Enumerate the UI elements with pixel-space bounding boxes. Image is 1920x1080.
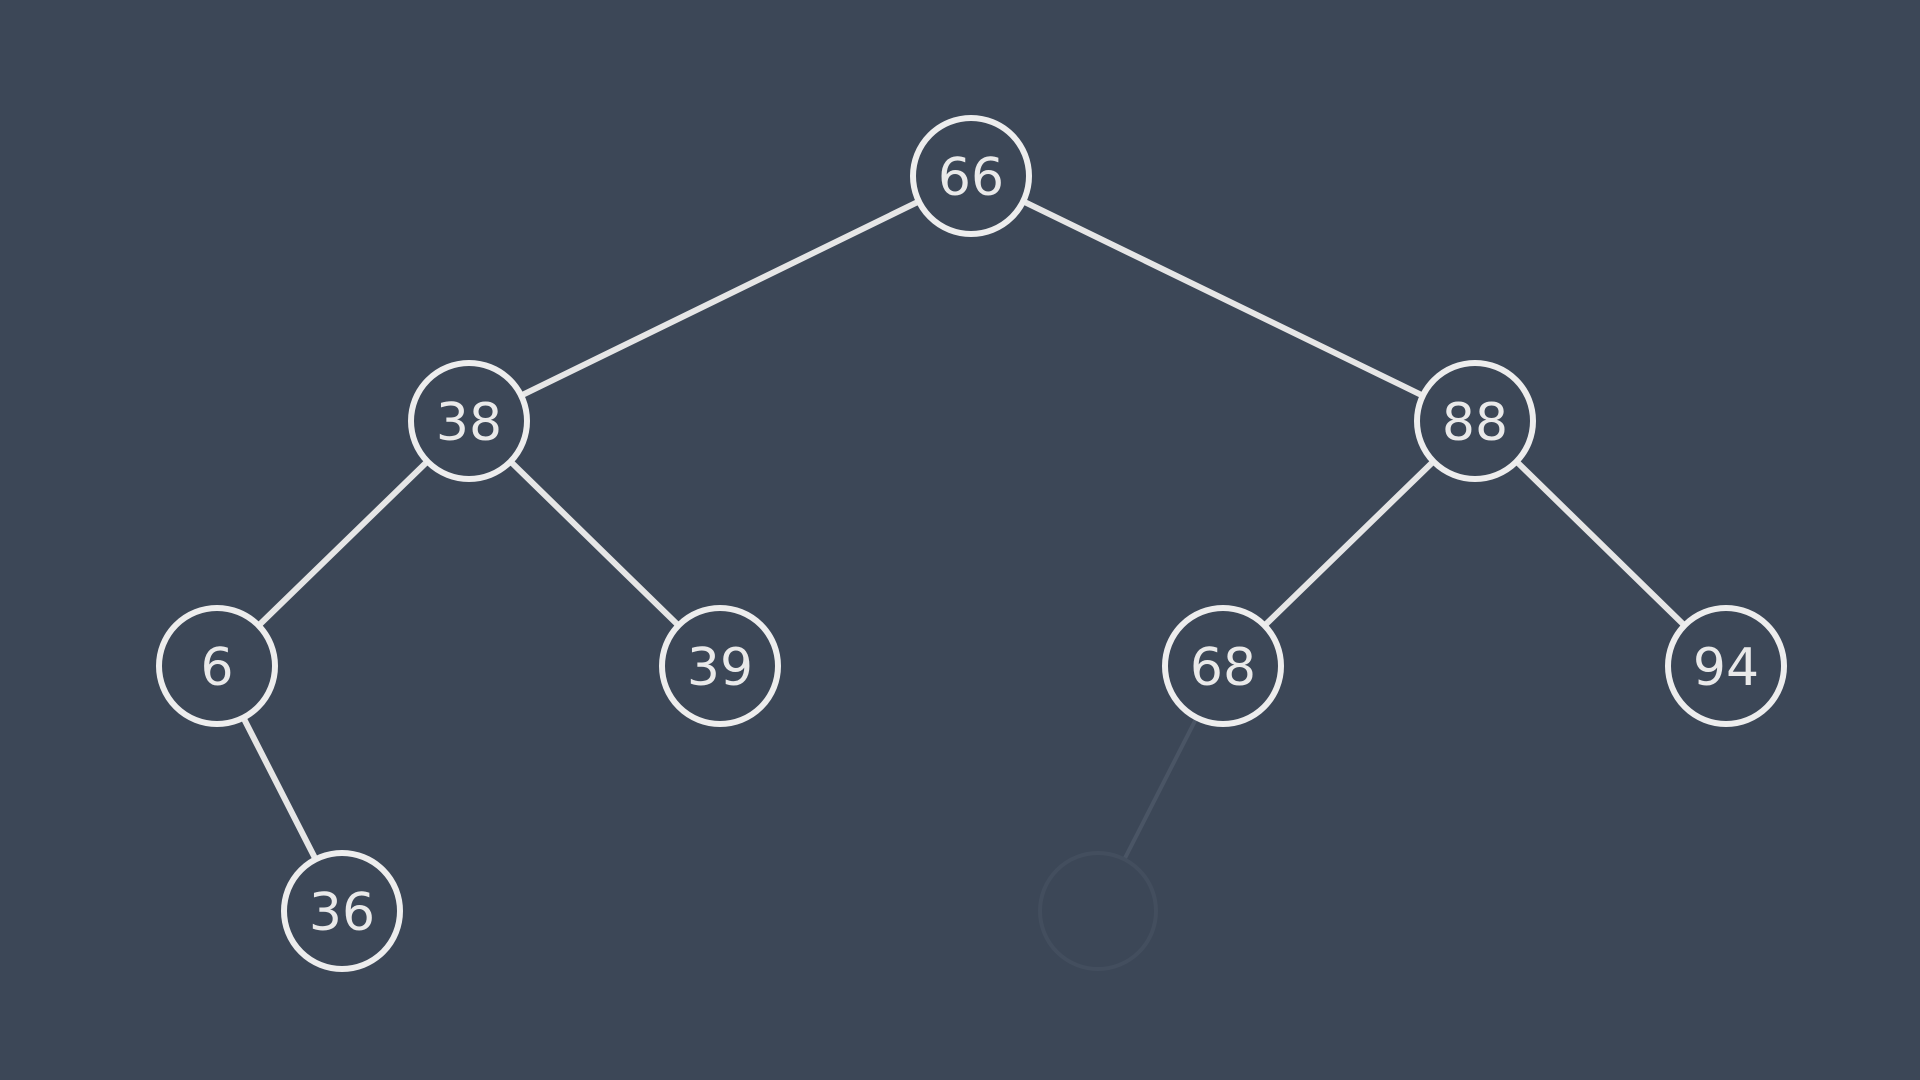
edge-6-36 xyxy=(240,714,319,863)
node-circle xyxy=(910,115,1032,237)
tree-node-38: 38 xyxy=(408,360,530,482)
edge-88-94 xyxy=(1513,458,1688,629)
tree-edges xyxy=(240,198,1688,863)
tree-node-faded xyxy=(1038,851,1158,971)
tree-node-6: 6 xyxy=(156,605,278,727)
node-label: 6 xyxy=(200,638,233,698)
edge-68-faded xyxy=(1122,715,1199,862)
edge-38-39 xyxy=(507,458,682,629)
node-label: 36 xyxy=(309,883,375,943)
node-label: 66 xyxy=(938,148,1004,208)
node-circle xyxy=(1038,851,1158,971)
node-circle xyxy=(1665,605,1787,727)
tree-node-39: 39 xyxy=(659,605,781,727)
tree-node-68: 68 xyxy=(1162,605,1284,727)
node-circle xyxy=(281,850,403,972)
node-label: 39 xyxy=(687,638,753,698)
node-label: 88 xyxy=(1442,393,1508,453)
node-circle xyxy=(408,360,530,482)
tree-node-36: 36 xyxy=(281,850,403,972)
edge-66-38 xyxy=(518,198,922,399)
tree-node-88: 88 xyxy=(1414,360,1536,482)
node-label: 38 xyxy=(436,393,502,453)
node-circle xyxy=(1414,360,1536,482)
tree-nodes: 66 38 88 6 39 68 94 36 xyxy=(156,115,1787,972)
node-label: 94 xyxy=(1693,638,1759,698)
node-circle xyxy=(1162,605,1284,727)
tree-node-66: 66 xyxy=(910,115,1032,237)
node-circle xyxy=(156,605,278,727)
tree-node-94: 94 xyxy=(1665,605,1787,727)
edge-38-6 xyxy=(255,458,431,629)
edge-66-88 xyxy=(1020,198,1426,399)
node-label: 68 xyxy=(1190,638,1256,698)
edge-88-68 xyxy=(1261,458,1437,629)
node-circle xyxy=(659,605,781,727)
